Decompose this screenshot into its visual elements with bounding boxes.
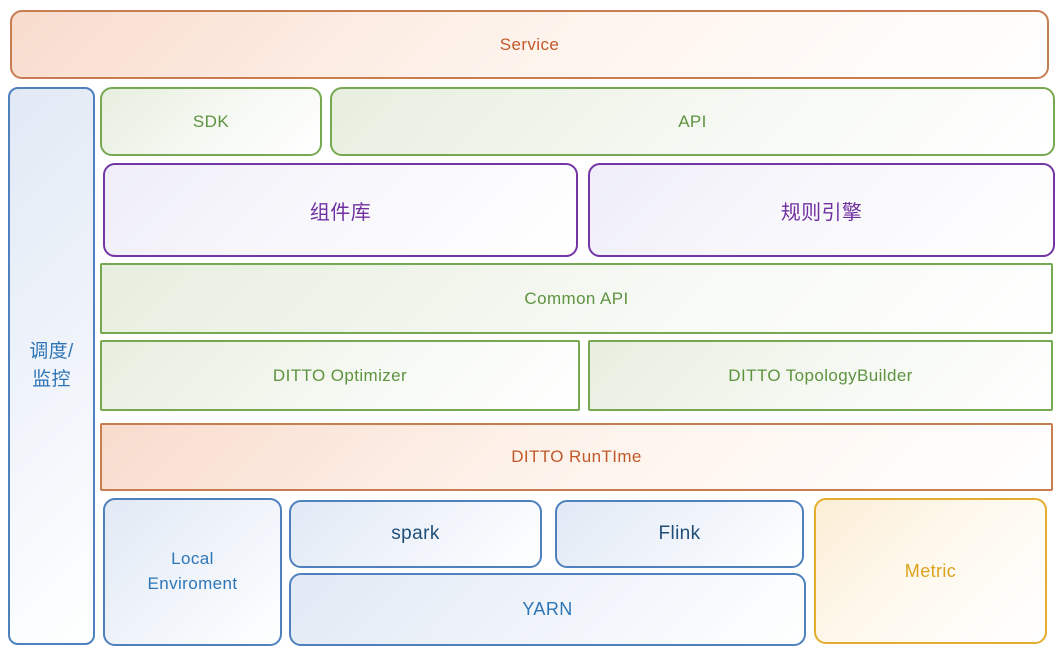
flink-block: Flink: [555, 500, 804, 568]
yarn-block: YARN: [289, 573, 806, 646]
component-library-block: 组件库: [103, 163, 578, 257]
local-enviroment-block: Local Enviroment: [103, 498, 282, 646]
scheduler-monitor-label: 调度/监控: [29, 341, 74, 390]
service-block: Service: [10, 10, 1049, 79]
scheduler-monitor-block: 调度/监控: [8, 87, 95, 645]
common-api-block: Common API: [100, 263, 1053, 334]
ditto-runtime-block: DITTO RunTIme: [100, 423, 1053, 491]
api-block: API: [330, 87, 1055, 156]
local-enviroment-label: Local Enviroment: [147, 549, 238, 593]
spark-block: spark: [289, 500, 542, 568]
rule-engine-block: 规则引擎: [588, 163, 1055, 257]
ditto-optimizer-block: DITTO Optimizer: [100, 340, 580, 411]
ditto-topology-builder-block: DITTO TopologyBuilder: [588, 340, 1053, 411]
metric-block: Metric: [814, 498, 1047, 644]
sdk-block: SDK: [100, 87, 322, 156]
